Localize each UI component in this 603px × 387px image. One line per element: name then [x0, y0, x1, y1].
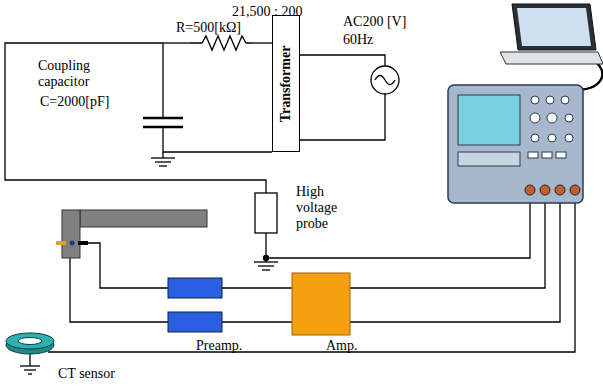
transformer-box: Transformer — [272, 15, 300, 152]
wire — [163, 127, 272, 152]
ground-symbol — [258, 265, 274, 266]
wire — [350, 198, 545, 288]
sensor-terminal — [70, 241, 75, 246]
sensor-terminal — [56, 241, 66, 245]
node-text: Transformer — [278, 45, 294, 122]
wire — [300, 55, 385, 66]
annotation-label: AC200 [V] — [343, 14, 406, 30]
laptop-screen — [512, 4, 596, 50]
preamp-box — [168, 278, 222, 298]
high-voltage-probe — [255, 193, 277, 233]
oscilloscope-panel — [458, 152, 520, 166]
sensor-body — [62, 210, 80, 258]
ct-sensor — [18, 338, 42, 345]
oscilloscope-screen — [458, 95, 520, 145]
annotation-label: High voltage probe — [296, 184, 358, 232]
wire — [252, 42, 272, 43]
sensor-terminal — [78, 241, 88, 245]
annotation-label: Preamp. — [196, 338, 242, 354]
sensor-electrode — [80, 210, 207, 227]
annotation-label: R=500[kΩ] — [176, 20, 241, 36]
wire — [350, 198, 560, 322]
annotation-label: 21,500 : 200 — [232, 4, 302, 20]
wire — [222, 287, 292, 288]
annotation-label: C=2000[pF] — [40, 94, 109, 110]
ground-symbol — [20, 365, 40, 366]
ground-symbol — [155, 161, 171, 162]
annotation-label: 60Hz — [343, 32, 373, 48]
wire — [222, 321, 292, 322]
annotation-label: CT sensor — [58, 366, 115, 382]
amplifier-box — [292, 273, 350, 335]
annotation-label: Amp. — [326, 338, 358, 354]
ground-symbol — [24, 369, 36, 370]
wire — [163, 42, 190, 43]
ground-symbol — [254, 261, 278, 262]
laptop-screen — [517, 8, 591, 46]
wire — [80, 243, 168, 288]
ac-source-symbol — [375, 76, 395, 85]
wire — [300, 94, 385, 140]
laptop-base — [500, 52, 603, 64]
ac-source-symbol — [371, 66, 399, 94]
preamp-box — [168, 312, 222, 332]
wire — [162, 43, 163, 118]
capacitor-plate — [143, 117, 183, 120]
oscilloscope — [448, 85, 583, 203]
wire — [162, 152, 163, 158]
ground-symbol — [262, 269, 270, 270]
annotation-label: Coupling capacitor — [38, 58, 128, 90]
ct-sensor — [6, 333, 54, 349]
resistor-symbol — [190, 36, 252, 50]
ground-symbol — [28, 373, 32, 374]
ground-symbol — [159, 165, 167, 166]
wire — [5, 43, 266, 193]
wire — [70, 258, 168, 322]
ground-symbol — [151, 157, 175, 158]
